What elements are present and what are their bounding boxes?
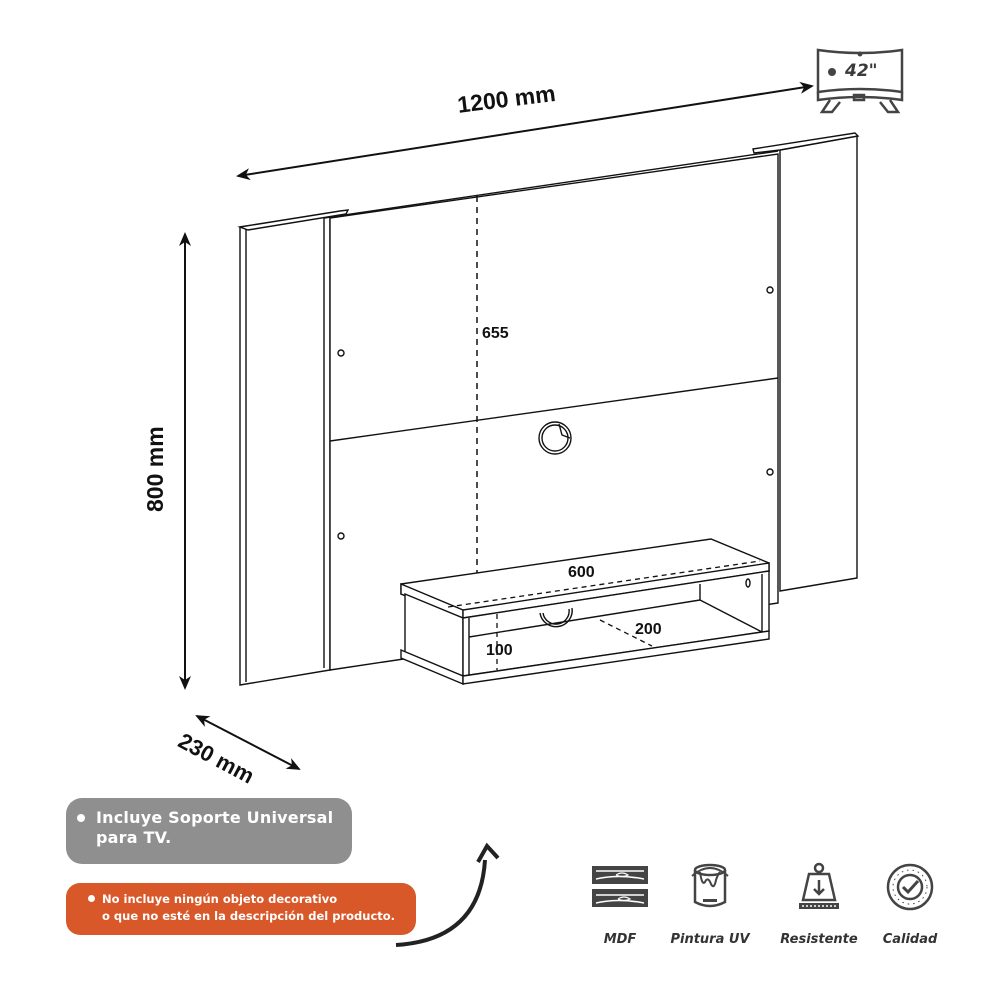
wall-panel xyxy=(237,132,860,686)
feature-mdf: MDF xyxy=(580,862,660,947)
wood-planks-icon xyxy=(592,866,648,907)
curved-tv-icon xyxy=(816,48,904,114)
floating-shelf xyxy=(400,538,770,686)
tv-size-label: 42" xyxy=(845,61,878,81)
width-dimension-arrow xyxy=(236,81,814,181)
quality-badge-icon xyxy=(886,863,934,911)
includes-note: Incluye Soporte Universal para TV. xyxy=(66,798,352,864)
height-label: 800 mm xyxy=(142,426,168,512)
curved-arrow xyxy=(395,859,487,947)
paint-bucket-icon xyxy=(691,863,729,908)
shelf-height-label: 100 xyxy=(486,642,513,659)
excludes-note: No incluye ningún objeto decorativo o qu… xyxy=(66,883,416,935)
shelf-depth-label: 200 xyxy=(635,621,662,638)
feature-pintura-uv: Pintura UV xyxy=(670,862,750,947)
shelf-width-label: 600 xyxy=(568,564,595,581)
bullet-icon xyxy=(88,895,95,902)
excludes-text: No incluye ningún objeto decorativo o qu… xyxy=(102,892,396,923)
includes-text: Incluye Soporte Universal para TV. xyxy=(96,808,334,847)
feature-resistente: Resistente xyxy=(779,862,859,947)
panel-height-label: 655 xyxy=(482,325,509,342)
bullet-icon xyxy=(77,814,85,822)
weight-icon xyxy=(799,862,839,909)
feature-calidad: Calidad xyxy=(870,862,950,947)
depth-dimension-arrow xyxy=(195,715,301,770)
